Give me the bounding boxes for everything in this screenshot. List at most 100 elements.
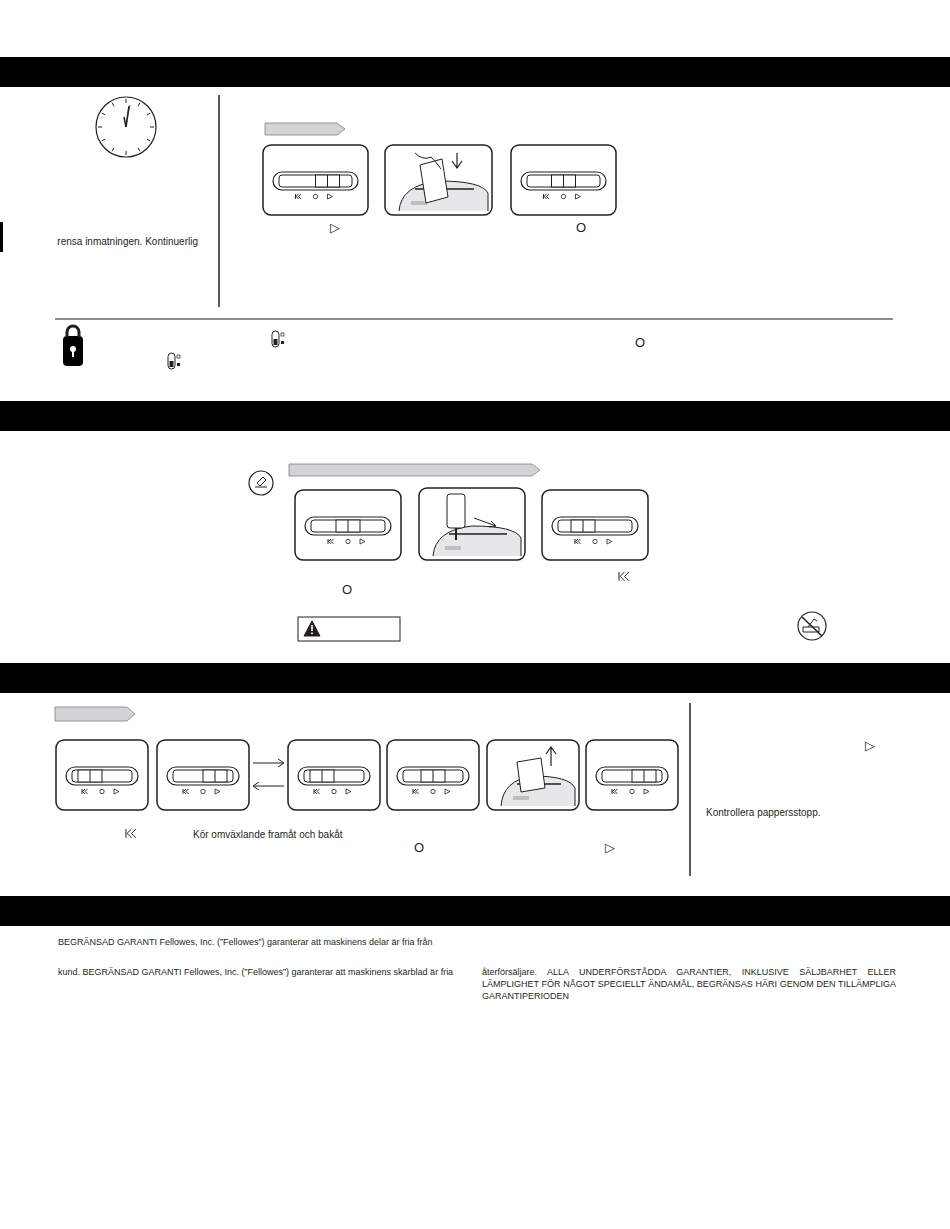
instruction-text: Kontrollera pappersstopp.	[706, 806, 886, 819]
warranty-text: återförsäljare. ALLA UNDERFÖRSTÅDDA GARA…	[482, 966, 896, 1002]
clock-tick	[98, 127, 102, 128]
lock-switch-icon	[274, 339, 278, 345]
step-arrow-bar	[55, 707, 135, 721]
no-aerosol-icon	[802, 617, 822, 636]
switch-slider	[90, 770, 91, 782]
lock-switch-icon	[281, 341, 284, 344]
off-symbol	[332, 789, 336, 793]
forward-symbol	[576, 194, 581, 199]
switch-slider	[203, 770, 227, 782]
step-box	[542, 490, 648, 560]
clock-tick	[102, 113, 105, 115]
switch-housing	[167, 767, 239, 785]
step-box	[385, 145, 492, 215]
paper-sheet	[420, 159, 448, 203]
switch-slider	[552, 175, 576, 187]
column-rule	[689, 703, 691, 876]
oil-icon	[249, 471, 273, 495]
off-symbol	[593, 539, 597, 543]
rewind-symbol	[315, 789, 320, 794]
clock-hand	[124, 117, 126, 127]
arrow-sideways	[474, 518, 496, 527]
lock-icon	[72, 350, 74, 357]
switch-slider	[327, 175, 328, 187]
clock-sector	[126, 105, 130, 127]
switch-slider	[632, 770, 656, 782]
arrow-down	[452, 153, 462, 168]
switch-slider	[348, 520, 349, 532]
off-symbol	[100, 789, 104, 793]
rewind-symbol	[620, 572, 629, 581]
rewind-symbol	[329, 539, 334, 544]
lock-icon	[63, 336, 83, 366]
warning-box	[298, 617, 400, 641]
switch-track	[602, 770, 662, 782]
rewind-symbol	[613, 789, 618, 794]
section-band	[0, 663, 950, 693]
brand-plate	[513, 796, 529, 800]
warranty-text: kund. BEGRÄNSAD GARANTI Fellowes, Inc. (…	[58, 966, 474, 978]
warning-triangle	[304, 621, 320, 636]
switch-housing	[596, 767, 668, 785]
forward-symbol	[445, 789, 450, 794]
forward-symbol	[644, 789, 649, 794]
off-symbol	[630, 789, 634, 793]
clock-tick	[112, 103, 114, 106]
switch-symbol: O	[571, 220, 591, 236]
clock-tick	[150, 127, 154, 128]
switch-slider	[571, 520, 595, 532]
forward-symbol	[114, 789, 119, 794]
lock-switch-icon	[177, 363, 180, 366]
switch-symbol: O	[337, 582, 357, 598]
switch-symbol: O	[409, 840, 429, 856]
switch-slider	[322, 770, 323, 782]
off-symbol	[346, 539, 350, 543]
section-band	[0, 896, 950, 926]
step-box	[387, 740, 479, 810]
off-symbol	[313, 194, 317, 198]
switch-track	[527, 175, 600, 187]
instruction-text: Kör omväxlande framåt och bakåt	[193, 828, 393, 841]
switch-track	[403, 770, 463, 782]
hand	[415, 153, 441, 169]
switch-slider	[336, 520, 360, 532]
lock-switch-icon	[168, 353, 175, 369]
switch-slider	[78, 770, 102, 782]
no-aerosol-icon	[798, 612, 826, 640]
lock-switch-icon	[177, 355, 180, 358]
clock-tick	[112, 148, 114, 151]
arrow-right	[253, 759, 284, 767]
switch-slider	[310, 770, 334, 782]
brand-plate	[411, 201, 427, 205]
rewind-symbol	[544, 194, 549, 199]
switch-track	[173, 770, 233, 782]
switch-housing	[397, 767, 469, 785]
paper-sheet	[517, 758, 545, 792]
clock-icon	[96, 97, 156, 157]
clock-tick	[138, 148, 140, 151]
clock-tick	[147, 113, 150, 115]
step-box	[263, 145, 368, 215]
switch-track	[279, 175, 352, 187]
switch-housing	[552, 517, 638, 535]
warning-triangle	[311, 633, 313, 635]
clock-tick	[126, 99, 127, 103]
switch-slider	[644, 770, 645, 782]
switch-slider	[563, 175, 564, 187]
step-box	[487, 740, 579, 810]
arrow-left	[253, 782, 284, 790]
oil-nozzle	[455, 528, 457, 540]
oil-icon	[255, 477, 267, 487]
switch-symbol: O	[630, 335, 650, 351]
switch-symbol: ▷	[325, 220, 345, 236]
forward-symbol	[328, 194, 333, 199]
switch-housing	[521, 172, 606, 190]
rewind-symbol	[126, 829, 127, 838]
forward-symbol	[346, 789, 351, 794]
rewind-symbol	[127, 829, 136, 838]
clock-hand	[126, 106, 129, 127]
rewind-symbol	[83, 789, 88, 794]
switch-symbol: ▷	[600, 840, 620, 856]
step-box	[295, 490, 401, 560]
